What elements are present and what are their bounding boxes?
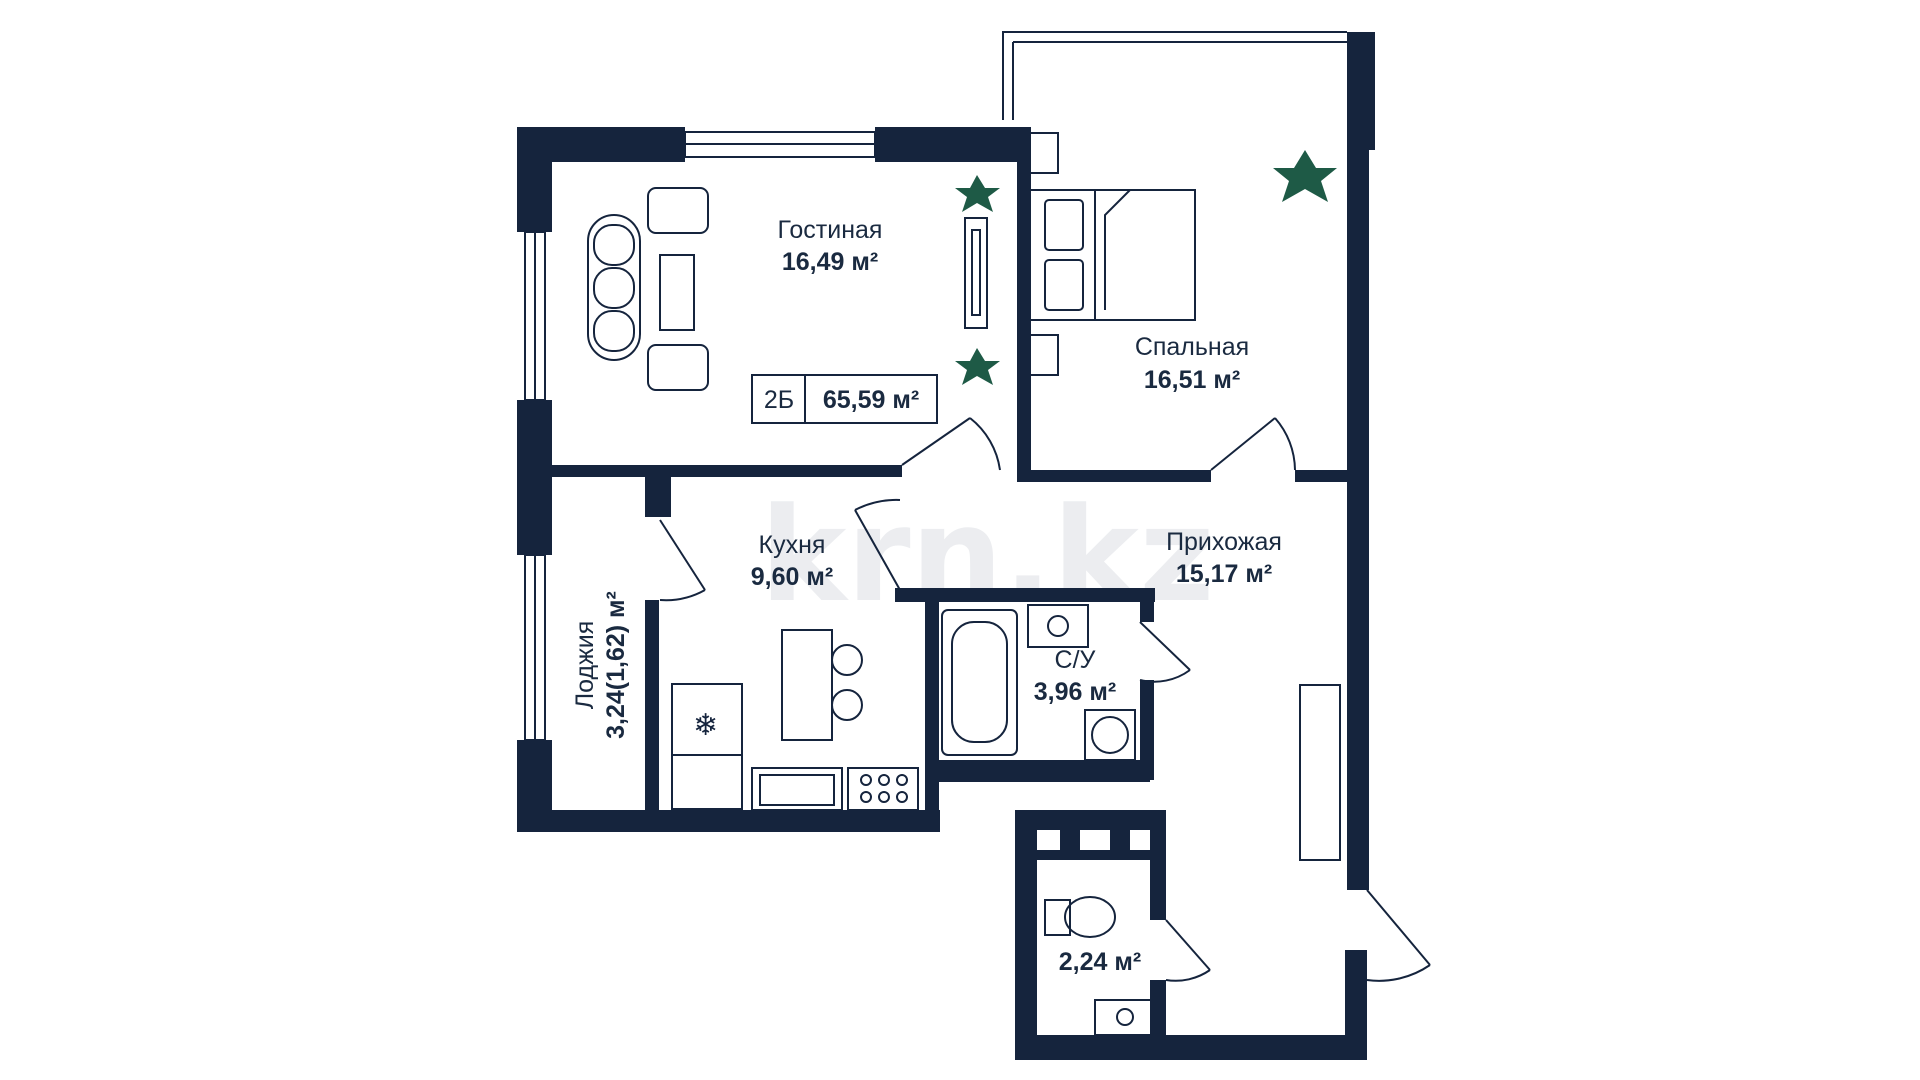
bathroom-furniture bbox=[941, 604, 1136, 761]
doors bbox=[659, 417, 1431, 982]
bathroom-name: С/У bbox=[1055, 646, 1096, 674]
bathroom-area: 3,96 м² bbox=[1034, 678, 1116, 706]
snowflake-icon: ❄ bbox=[693, 708, 718, 743]
apartment-total-area: 65,59 м² bbox=[823, 386, 919, 414]
plant-icon bbox=[955, 150, 1337, 385]
loggia-area: 3,24(1,62) м² bbox=[602, 591, 630, 739]
living-room-name: Гостиная bbox=[778, 216, 883, 244]
hall-area: 15,17 м² bbox=[1176, 560, 1272, 588]
bedroom-area: 16,51 м² bbox=[1144, 366, 1240, 394]
bedroom-furniture bbox=[1029, 132, 1196, 376]
hall-name: Прихожая bbox=[1166, 528, 1282, 556]
kitchen-name: Кухня bbox=[759, 531, 826, 559]
living-furniture bbox=[587, 187, 988, 391]
bedroom-name: Спальная bbox=[1135, 333, 1249, 361]
wc-area: 2,24 м² bbox=[1059, 948, 1141, 976]
kitchen-furniture bbox=[671, 629, 919, 811]
hall-closet bbox=[1299, 684, 1341, 861]
living-room-area: 16,49 м² bbox=[782, 248, 878, 276]
loggia-name: Лоджия bbox=[571, 621, 599, 710]
watermark: krn.kz bbox=[760, 479, 1215, 631]
walls bbox=[517, 32, 1375, 1060]
kitchen-area: 9,60 м² bbox=[751, 563, 833, 591]
windows bbox=[524, 31, 1347, 741]
apartment-badge: 2Б 65,59 м² bbox=[751, 374, 938, 424]
wc-furniture bbox=[1044, 896, 1156, 1036]
apartment-type: 2Б bbox=[764, 386, 794, 414]
